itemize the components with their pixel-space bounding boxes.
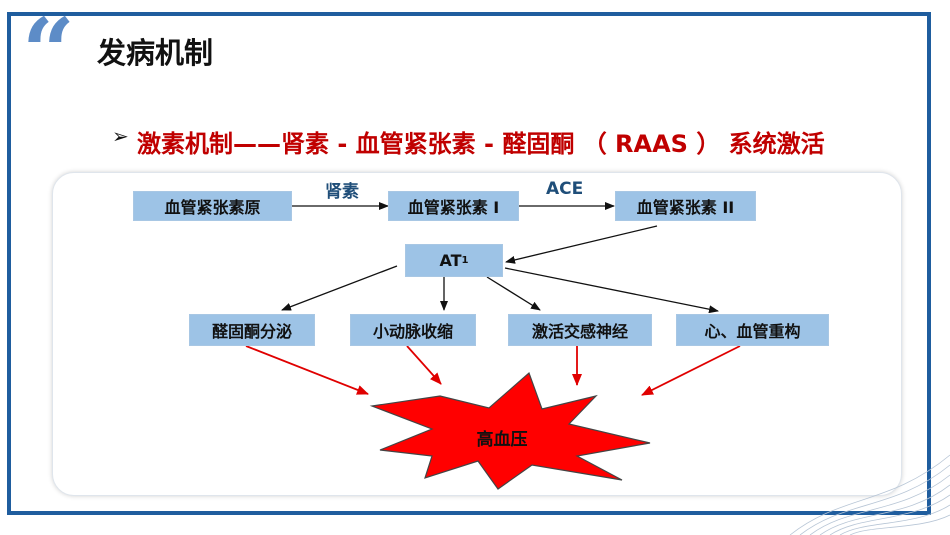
arrow-at1-sympathetic [486, 276, 541, 311]
wave-decoration-icon [789, 454, 950, 535]
hypertension-burst [369, 371, 651, 490]
node-angiotensin-2: 血管紧张素 II [615, 191, 756, 221]
arrow-at1-aldosterone [281, 265, 398, 311]
page-title: 发病机制 [97, 36, 214, 70]
node-remodeling: 心、血管重构 [676, 314, 829, 346]
node-hypertension: 高血压 [476, 430, 528, 450]
node-arteriole: 小动脉收缩 [350, 314, 476, 346]
edge-label-renin: 肾素 [325, 182, 359, 202]
slide-frame [7, 12, 931, 515]
node-sympathetic: 激活交感神经 [508, 314, 652, 346]
arrow-at1-remodeling [504, 267, 719, 314]
bullet-arrow-icon: ➢ [112, 124, 129, 148]
red-arrow-remodeling [641, 345, 741, 396]
bullet-text: 激素机制——肾素 - 血管紧张素 - 醛固酮 （ RAAS ） 系统激活 [137, 130, 825, 158]
arrow-ang2-at1 [505, 225, 658, 264]
node-angiotensinogen: 血管紧张素原 [133, 191, 292, 221]
at1-subscript: 1 [461, 255, 469, 266]
node-angiotensin-1: 血管紧张素 I [388, 191, 519, 221]
node-aldosterone: 醛固酮分泌 [189, 314, 315, 346]
red-arrow-aldosterone [245, 345, 369, 395]
quote-mark-icon: “ [22, 0, 75, 106]
red-arrow-arteriole [406, 345, 442, 385]
edge-label-ace: ACE [546, 179, 584, 199]
at1-label: AT [439, 251, 462, 270]
